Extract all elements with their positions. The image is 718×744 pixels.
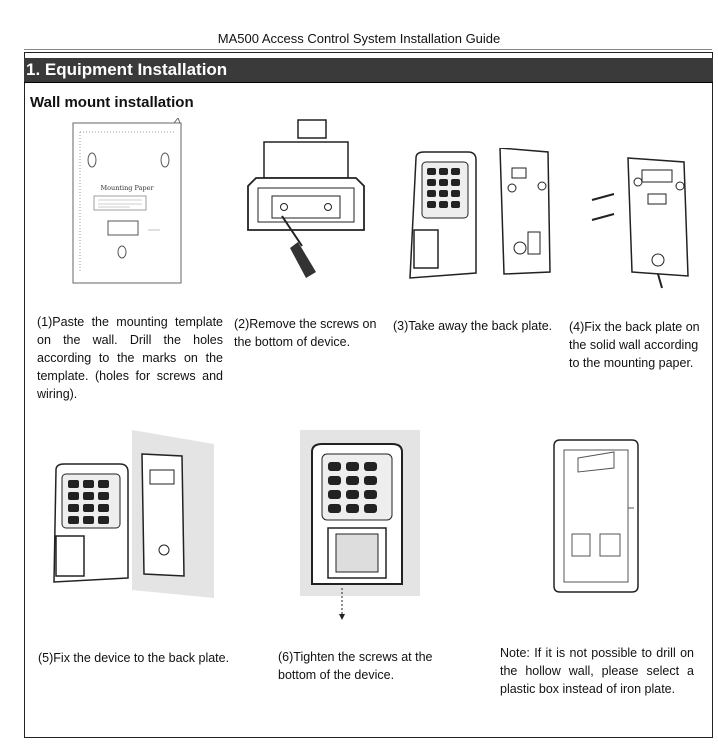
mounting-template-illustration: Mounting Paper	[72, 118, 182, 284]
tighten-screws-illustration	[300, 430, 420, 620]
document-title: MA500 Access Control System Installation…	[217, 31, 501, 46]
note-caption: Note: If it is not possible to drill on …	[500, 646, 694, 696]
title-divider	[24, 49, 712, 50]
template-paper-title: Mounting Paper	[100, 184, 154, 192]
fix-device-to-plate-illustration	[53, 430, 214, 598]
fix-back-plate-illustration	[591, 157, 689, 289]
step-6-caption: (6)Tighten the screws at the bottom of t…	[278, 650, 433, 682]
step-3-caption: (3)Take away the back plate.	[393, 319, 553, 333]
remove-screws-illustration	[247, 119, 365, 278]
step-2-caption: (2)Remove the screws on the bottom of de…	[234, 317, 377, 349]
plastic-box-illustration	[553, 439, 639, 593]
page-frame	[24, 52, 713, 738]
step-1-caption: (1)Paste the mounting template on the wa…	[37, 315, 223, 401]
step-4-caption: (4)Fix the back plate on the solid wall …	[569, 320, 700, 370]
section-header-bar: 1. Equipment Installation	[24, 58, 713, 83]
section-title: 1. Equipment Installation	[26, 60, 228, 79]
take-away-back-plate-illustration	[409, 148, 551, 279]
step-5-caption: (5)Fix the device to the back plate.	[38, 651, 230, 665]
subsection-title: Wall mount installation	[30, 94, 194, 111]
